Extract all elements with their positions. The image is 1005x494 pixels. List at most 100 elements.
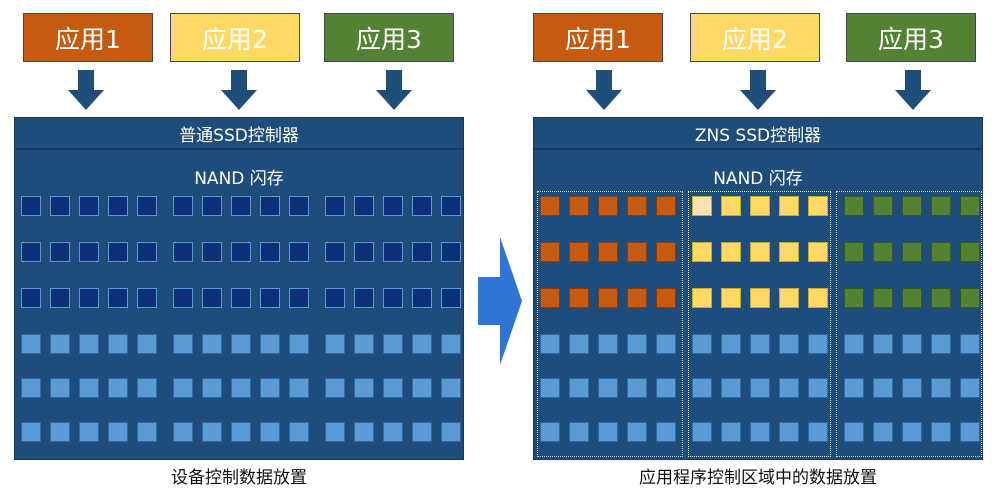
flash-block <box>540 378 560 398</box>
app-box-1-left: 应用1 <box>23 13 153 62</box>
flash-block <box>289 288 309 308</box>
flash-block <box>325 378 345 398</box>
flash-block <box>260 378 280 398</box>
flash-block <box>289 422 309 442</box>
flash-block <box>808 288 828 308</box>
flash-block <box>108 242 128 262</box>
flash-block <box>960 196 980 216</box>
controller-title: ZNS SSD控制器 <box>534 118 982 150</box>
flash-block <box>721 334 741 354</box>
flash-block <box>137 288 157 308</box>
flash-block <box>844 422 864 442</box>
flash-block <box>902 334 922 354</box>
flash-block <box>692 422 712 442</box>
flash-block <box>173 242 193 262</box>
flash-block <box>598 242 618 262</box>
zone-app3 <box>836 191 982 457</box>
flash-block <box>598 378 618 398</box>
flash-block <box>540 422 560 442</box>
flash-block <box>960 334 980 354</box>
flash-block <box>931 288 951 308</box>
flash-block <box>325 422 345 442</box>
flash-block <box>412 422 432 442</box>
flash-block <box>137 334 157 354</box>
flash-block <box>598 288 618 308</box>
flash-block <box>692 334 712 354</box>
flash-block <box>750 378 770 398</box>
flash-block <box>21 196 41 216</box>
flash-block <box>779 242 799 262</box>
down-arrow-icon <box>221 70 257 110</box>
zns-ssd-panel: ZNS SSD控制器 NAND 闪存 <box>533 117 983 460</box>
flash-block <box>779 334 799 354</box>
flash-block <box>627 422 647 442</box>
flash-block <box>137 378 157 398</box>
flash-block <box>808 422 828 442</box>
flash-block <box>569 196 589 216</box>
flash-block <box>902 288 922 308</box>
flash-block <box>260 334 280 354</box>
flash-block <box>441 334 461 354</box>
flash-block <box>260 196 280 216</box>
nand-label: NAND 闪存 <box>194 169 284 189</box>
flash-block <box>354 422 374 442</box>
flash-block <box>231 242 251 262</box>
flash-block <box>569 242 589 262</box>
flash-block <box>202 334 222 354</box>
flash-block <box>540 288 560 308</box>
flash-block <box>656 334 676 354</box>
flash-block <box>354 288 374 308</box>
flash-block <box>960 242 980 262</box>
flash-block <box>21 378 41 398</box>
flash-block <box>137 242 157 262</box>
flash-block <box>569 422 589 442</box>
flash-block <box>750 288 770 308</box>
flash-block <box>721 242 741 262</box>
flash-block <box>692 378 712 398</box>
flash-block <box>325 242 345 262</box>
zone-app1 <box>537 191 683 457</box>
flash-block <box>540 196 560 216</box>
flash-block <box>656 288 676 308</box>
flash-block <box>383 334 403 354</box>
flash-block <box>902 242 922 262</box>
flash-block <box>289 196 309 216</box>
flash-block <box>873 334 893 354</box>
flash-block <box>721 378 741 398</box>
flash-block <box>137 196 157 216</box>
flash-block <box>569 378 589 398</box>
flash-block <box>902 196 922 216</box>
flash-block <box>383 378 403 398</box>
app-box-2-left: 应用2 <box>170 13 300 62</box>
flash-block <box>21 242 41 262</box>
flash-block <box>108 288 128 308</box>
flash-block <box>383 196 403 216</box>
flash-block <box>750 196 770 216</box>
flash-block <box>627 288 647 308</box>
flash-block <box>289 334 309 354</box>
flash-block <box>79 288 99 308</box>
flash-block <box>750 334 770 354</box>
app-box-2-right: 应用2 <box>690 13 820 62</box>
flash-block <box>202 288 222 308</box>
flash-block <box>873 288 893 308</box>
flash-block <box>692 288 712 308</box>
flash-block <box>569 334 589 354</box>
flash-block <box>779 288 799 308</box>
flash-block <box>260 242 280 262</box>
flash-block <box>540 242 560 262</box>
flash-block <box>354 196 374 216</box>
down-arrow-icon <box>68 70 104 110</box>
flash-block <box>108 422 128 442</box>
flash-block <box>441 378 461 398</box>
flash-block <box>808 378 828 398</box>
zone-app2 <box>688 191 831 457</box>
flash-block <box>354 334 374 354</box>
flash-block <box>79 242 99 262</box>
flash-block <box>692 196 712 216</box>
app-box-3-right: 应用3 <box>846 13 976 62</box>
flash-block <box>260 422 280 442</box>
flash-block <box>721 288 741 308</box>
flash-block <box>441 196 461 216</box>
flash-block <box>627 196 647 216</box>
